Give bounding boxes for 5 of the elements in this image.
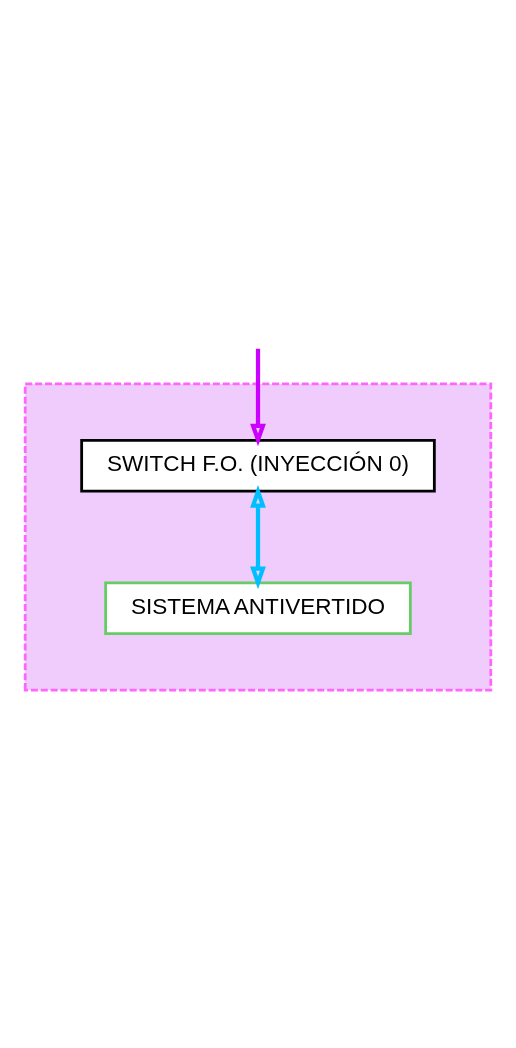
arrow xyxy=(250,484,266,589)
node-box: SISTEMA ANTIVERTIDO xyxy=(104,580,412,635)
arrow xyxy=(250,348,266,446)
node-box: SWITCH F.O. (INYECCIÓN 0) xyxy=(80,438,436,493)
cluster xyxy=(23,382,493,691)
